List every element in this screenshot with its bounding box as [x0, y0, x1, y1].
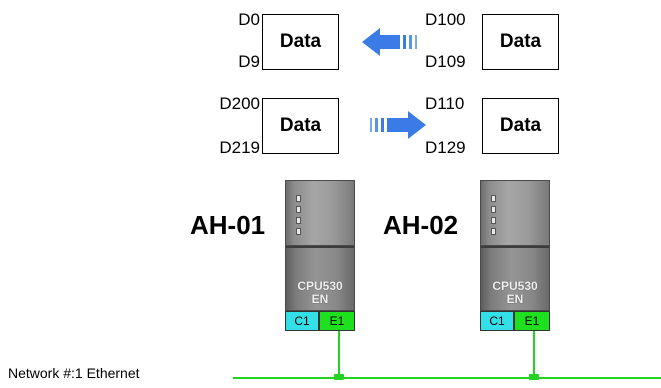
bottom-right-data-box: Data [482, 98, 559, 154]
plc-name-ah01: AH-01 [190, 210, 266, 240]
ah02-network-link [533, 331, 535, 374]
port-e1[interactable]: E1 [514, 311, 550, 331]
plc-bottom-panel: CPU530 EN [285, 246, 355, 311]
port-c1[interactable]: C1 [480, 311, 514, 331]
bottom-left-data-box: Data [262, 98, 339, 154]
plc-top-panel [480, 180, 550, 246]
plc-model-label: CPU530 EN [297, 279, 343, 306]
top-right-data-box: Data [482, 14, 559, 70]
plc-bottom-panel: CPU530 EN [480, 246, 550, 311]
led-indicator-icon [296, 195, 301, 235]
port-c1[interactable]: C1 [285, 311, 319, 331]
plc-ah01[interactable]: CPU530 EN C1 E1 [285, 180, 355, 340]
bottom-left-end-register: D219 [219, 138, 260, 157]
bottom-right-start-register: D110 [425, 94, 465, 113]
left-arrow-icon [362, 28, 417, 56]
network-label: Network #:1 Ethernet [8, 365, 140, 381]
top-left-end-register: D9 [238, 52, 260, 71]
plc-model-label: CPU530 EN [492, 279, 538, 306]
plc-name-ah02: AH-02 [383, 210, 459, 240]
right-arrow-icon [370, 111, 426, 139]
led-indicator-icon [491, 195, 496, 235]
top-left-start-register: D0 [238, 10, 260, 29]
bottom-right-end-register: D129 [425, 138, 466, 157]
port-e1[interactable]: E1 [319, 311, 355, 331]
plc-top-panel [285, 180, 355, 246]
bottom-left-start-register: D200 [219, 94, 260, 113]
ah01-network-link [338, 331, 340, 374]
top-left-data-box: Data [262, 14, 339, 70]
top-right-start-register: D100 [425, 10, 466, 29]
plc-ah02[interactable]: CPU530 EN C1 E1 [480, 180, 550, 340]
top-right-end-register: D109 [425, 52, 466, 71]
ethernet-network-line[interactable] [233, 377, 661, 379]
